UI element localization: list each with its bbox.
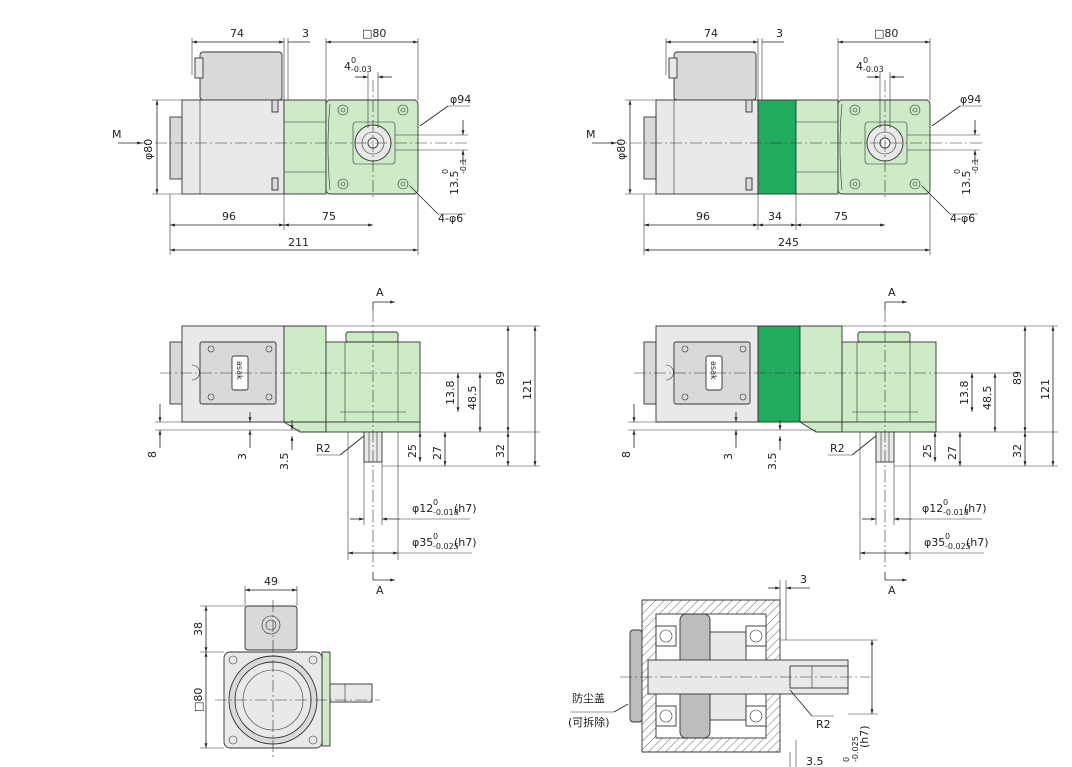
nameplate-logo: asak [235, 361, 244, 380]
dim-r2: R2 [316, 442, 331, 455]
dim-8: 8 [146, 451, 159, 458]
bottom-right-view: 3 (h7) -0.025 0 3.5 R2 防尘盖 (可拆除) [568, 573, 878, 767]
dim-3-5-section: 3.5 [806, 755, 824, 767]
dim-sq80: □80 [362, 27, 386, 40]
dim-phi12-right: φ12 [922, 502, 943, 515]
section-a-top-right: A [888, 286, 896, 299]
dim-r2-right: R2 [830, 442, 845, 455]
dim-13-5-tol-right: -0.1 [971, 158, 980, 174]
dim-48-5: 48.5 [466, 386, 479, 411]
dim-8-right: 8 [620, 451, 633, 458]
dim-49: 49 [264, 575, 278, 588]
dim-75: 75 [322, 210, 336, 223]
dim-phi35-fit: (h7) [454, 536, 477, 549]
dim-phi80-right: φ80 [615, 139, 628, 160]
dim-phi35-lower: -0.025 [433, 542, 459, 551]
dim-phi35-lower-right: -0.025 [945, 542, 971, 551]
nameplate-logo-right: asak [709, 361, 718, 380]
dim-3-5-right: 3.5 [766, 453, 779, 471]
dim-3: 3 [302, 27, 309, 40]
dim-phi35-fit-right: (h7) [966, 536, 989, 549]
dim-3-right: 3 [776, 27, 783, 40]
dim-32-right: 32 [1011, 444, 1024, 458]
dim-4-phi6: 4-φ6 [438, 212, 463, 225]
dim-74: 74 [230, 27, 244, 40]
section-a-top: A [376, 286, 384, 299]
dim-3-section: 3 [800, 573, 807, 586]
dim-keyway-4: 4 [344, 60, 351, 73]
dim-sq80-end: □80 [192, 688, 205, 712]
dim-96-right: 96 [696, 210, 710, 223]
dim-96: 96 [222, 210, 236, 223]
dim-48-5-right: 48.5 [981, 386, 994, 411]
dim-121: 121 [521, 379, 534, 400]
dim-13-5-upper: 0 [441, 169, 450, 174]
dim-phi94: φ94 [450, 93, 471, 106]
dim-r2-section: R2 [816, 718, 831, 731]
dim-keyway-4-upper-right: 0 [863, 56, 868, 65]
bottom-left-view: 49 38 □80 [192, 575, 380, 760]
dim-h7-fit: (h7) [858, 725, 871, 748]
dim-3-mid: 3 [236, 453, 249, 460]
dim-74-right: 74 [704, 27, 718, 40]
dim-75-right: 75 [834, 210, 848, 223]
dim-27: 27 [431, 446, 444, 460]
input-label-m: M [112, 128, 122, 141]
dim-h7-lower: -0.025 [851, 736, 860, 762]
input-label-m-right: M [586, 128, 596, 141]
middle-left-view: A A asak 89 121 [146, 286, 540, 597]
dim-3-5: 3.5 [278, 453, 291, 471]
dim-h7-upper: 0 [842, 757, 851, 762]
dim-keyway-4-upper: 0 [351, 56, 356, 65]
top-right-view: M φ80 74 3 □80 4 0 -0.03 φ94 13.5 0 -0.1 [586, 27, 985, 255]
dim-phi12-fit: (h7) [454, 502, 477, 515]
dim-keyway-4-right: 4 [856, 60, 863, 73]
dim-4-phi6-right: 4-φ6 [950, 212, 975, 225]
dim-13-5-tol: -0.1 [459, 158, 468, 174]
dim-13-5-right: 13.5 [960, 171, 973, 196]
dim-phi12-fit-right: (h7) [964, 502, 987, 515]
dim-13-8-right: 13.8 [958, 381, 971, 406]
dim-13-5: 13.5 [448, 171, 461, 196]
middle-right-view: A A asak 89 121 13.8 [620, 286, 1058, 597]
dim-phi94-right: φ94 [960, 93, 981, 106]
dim-3-mid-right: 3 [722, 453, 735, 460]
dim-phi12-upper: 0 [433, 498, 438, 507]
dim-phi35-upper-right: 0 [945, 532, 950, 541]
top-left-view: M φ80 74 3 □80 4 0 -0.03 φ94 13.5 [112, 27, 471, 255]
dim-32: 32 [494, 444, 507, 458]
dim-phi12-lower-right: -0.018 [943, 508, 969, 517]
dim-phi35-right: φ35 [924, 536, 945, 549]
dim-13-5-upper-right: 0 [953, 169, 962, 174]
dim-phi12-upper-right: 0 [943, 498, 948, 507]
dim-245: 245 [778, 236, 799, 249]
dim-keyway-4-lower-right: -0.03 [863, 65, 884, 74]
dim-211: 211 [288, 236, 309, 249]
dim-phi35: φ35 [412, 536, 433, 549]
dim-27-right: 27 [946, 446, 959, 460]
dim-38: 38 [192, 622, 205, 636]
dim-89-right: 89 [1011, 371, 1024, 385]
section-a-bottom-right: A [888, 584, 896, 597]
dim-phi80: φ80 [142, 139, 155, 160]
section-a-bottom: A [376, 584, 384, 597]
dim-25: 25 [406, 444, 419, 458]
dim-keyway-4-lower: -0.03 [351, 65, 372, 74]
dim-phi12-lower: -0.018 [433, 508, 459, 517]
dim-121-right: 121 [1039, 379, 1052, 400]
dim-sq80-right: □80 [874, 27, 898, 40]
removable-label: (可拆除) [568, 715, 610, 729]
dim-phi12: φ12 [412, 502, 433, 515]
dim-89: 89 [494, 371, 507, 385]
dim-25-right: 25 [921, 444, 934, 458]
dim-phi35-upper: 0 [433, 532, 438, 541]
dim-13-8: 13.8 [444, 381, 457, 406]
dust-cover-label: 防尘盖 [572, 691, 605, 705]
dim-34: 34 [768, 210, 782, 223]
